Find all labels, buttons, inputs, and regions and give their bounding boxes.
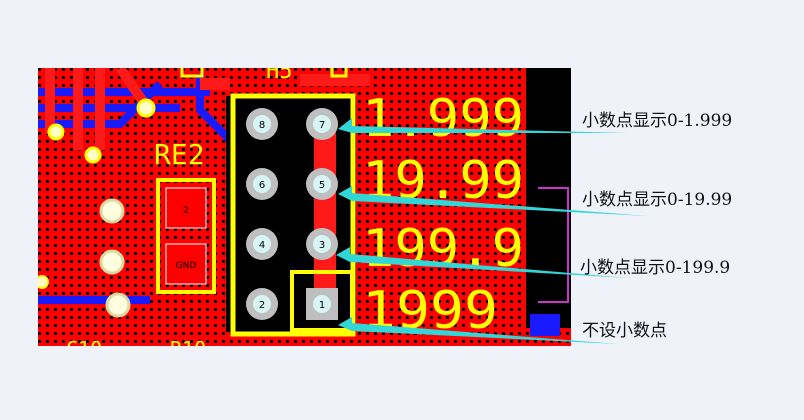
gnd-pad-label: GND: [176, 261, 197, 271]
pin-4: 4: [246, 228, 278, 260]
pointer-arrows: [336, 118, 648, 344]
pin-label: 5: [319, 180, 325, 191]
pin-label: 6: [259, 180, 265, 191]
partial-label: H5: [266, 59, 293, 84]
blue-pad-corner: [530, 314, 560, 336]
pin-3: 3: [306, 228, 338, 260]
pin-2: 2: [246, 288, 278, 320]
pin-label: 3: [319, 240, 325, 251]
pin-label: 1: [319, 300, 325, 311]
arrow-4: [338, 317, 618, 344]
top-silk-box-2: [330, 68, 348, 78]
annotation-3: 小数点显示0-199.9: [580, 258, 731, 278]
top-silk-box: [180, 68, 204, 78]
arrow-1: [338, 118, 628, 133]
pin-label: 8: [259, 120, 265, 131]
pcb-board: H5 RE2 2 GND 8 7: [38, 59, 571, 361]
smd-component: 2 GND: [156, 178, 216, 294]
pin-7: 7: [306, 108, 338, 140]
annotation-4: 不设小数点: [582, 321, 667, 341]
pin-label: 4: [259, 240, 265, 251]
pin-6: 6: [246, 168, 278, 200]
magenta-outline: [538, 187, 569, 303]
bottom-label-r10: R10: [170, 337, 206, 361]
blue-traces: [38, 74, 323, 304]
pad2-label: 2: [183, 206, 189, 216]
designator-label: RE2: [154, 138, 205, 171]
pin-1: 1: [306, 288, 338, 320]
header-pins: 8 7 6 5 4: [246, 108, 338, 320]
pin-label: 2: [259, 300, 265, 311]
display-text-1: 1.999: [362, 89, 524, 149]
inner-trace: [314, 120, 336, 316]
bottom-label-c10: C10: [66, 337, 102, 361]
pin1-box: [290, 270, 354, 332]
board-edge-strip: [526, 68, 571, 328]
arrow-2: [338, 186, 648, 216]
arrow-3: [336, 247, 628, 278]
annotation-2: 小数点显示0-19.99: [582, 190, 733, 210]
header-outline: [230, 93, 356, 337]
annotation-1: 小数点显示0-1.999: [582, 111, 733, 131]
pin-label: 7: [319, 120, 325, 131]
pin-8: 8: [246, 108, 278, 140]
pin-5: 5: [306, 168, 338, 200]
vias: [38, 98, 156, 318]
